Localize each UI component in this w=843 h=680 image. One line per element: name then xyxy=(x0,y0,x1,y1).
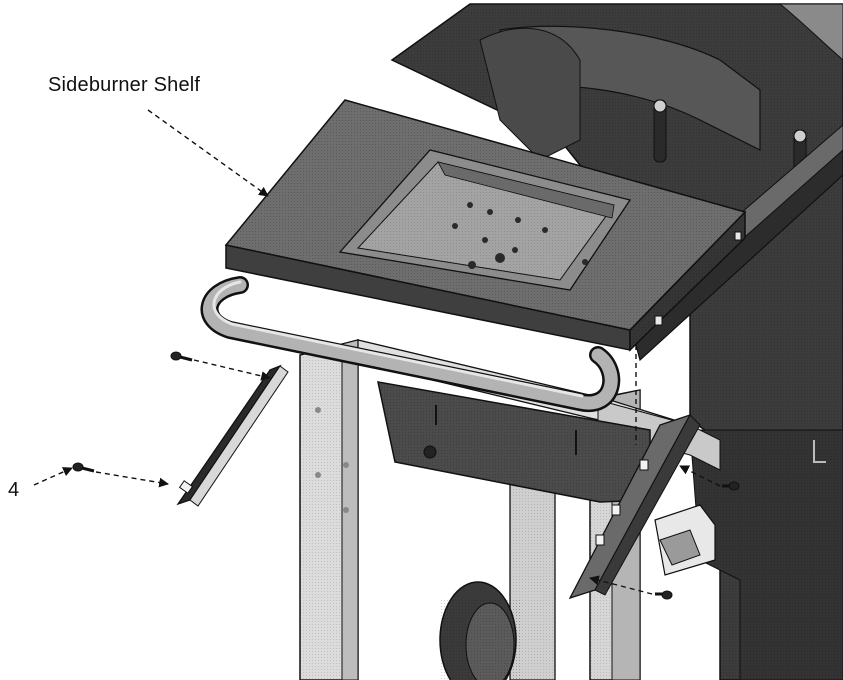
quantity-arrow xyxy=(33,467,73,486)
right-bracket xyxy=(568,413,701,600)
screw-arrow-lower-left xyxy=(95,471,169,488)
leader-lines xyxy=(33,109,721,595)
sideburner-shelf xyxy=(224,99,747,352)
shelf-handle xyxy=(200,276,621,412)
screw-quantity-label: 4 xyxy=(8,479,20,501)
screw-lower-left xyxy=(72,462,95,473)
screw-right-upper xyxy=(722,481,740,491)
screw-arrow-right-upper xyxy=(679,465,721,487)
screw-arrow-right-lower xyxy=(589,575,653,595)
sideburner-shelf-label: Sideburner Shelf xyxy=(48,74,201,96)
shelf-leader-line xyxy=(147,109,269,197)
screw-right-lower xyxy=(655,590,673,600)
tray-holes xyxy=(452,202,588,269)
screw-upper-left xyxy=(170,351,193,362)
left-bracket xyxy=(176,364,289,507)
screw-arrow-upper-left xyxy=(193,359,271,381)
screws xyxy=(72,351,740,600)
